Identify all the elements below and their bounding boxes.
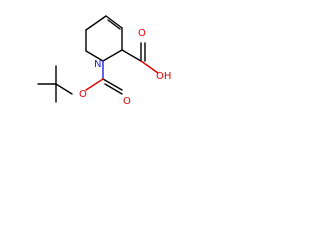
boc-carbonyl-oxygen-bond [102, 78, 123, 91]
nitrogen-label: N [94, 59, 101, 70]
ring-bond-c1-n [102, 49, 123, 62]
ring-bond-c6-c5 [85, 15, 107, 31]
boc-ester-oxygen-bond [85, 78, 104, 91]
acid-hydroxyl-label: OH [156, 71, 171, 82]
ring-bond-c3-c2-double-inner [107, 19, 121, 30]
acid-hydroxyl-bond [140, 60, 159, 74]
boc-carbonyl-oxygen-label: O [123, 96, 131, 107]
ring-bond-n-side [85, 50, 104, 62]
acid-carbonyl-oxygen-label: O [138, 28, 146, 39]
ring-bond-c3-c2-double-outer [105, 15, 123, 29]
boc-ester-oxygen-label: O [79, 89, 87, 100]
acid-carbon-bond [121, 49, 142, 62]
molecule-drawing: N O OH O O [37, 15, 171, 107]
ester-tertbutyl-bond [55, 83, 73, 95]
boc-carbonyl-oxygen-bond-double [104, 83, 123, 95]
structure-canvas: N O OH O O [0, 0, 192, 132]
